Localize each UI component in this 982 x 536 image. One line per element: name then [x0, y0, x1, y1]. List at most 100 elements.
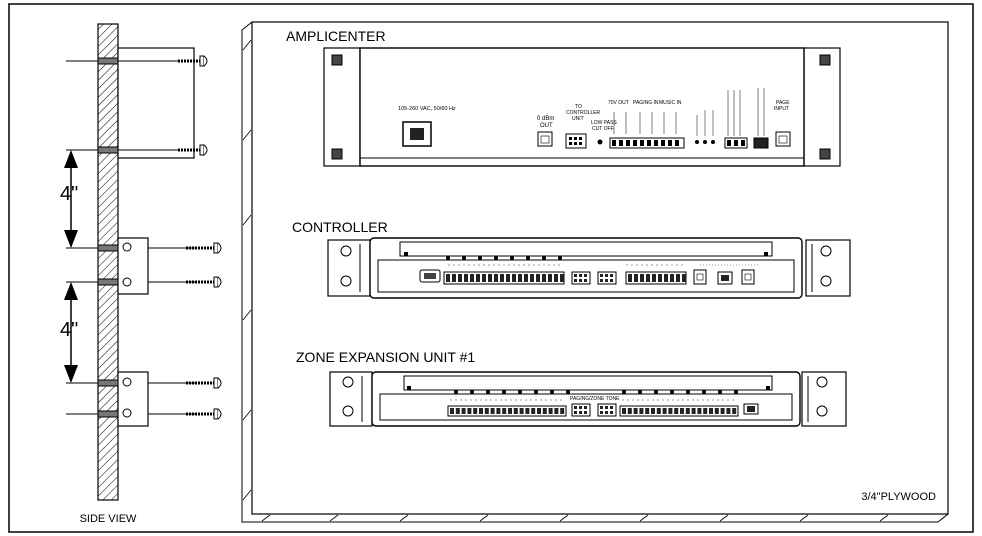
to-controller-label-2: CONTROLLER: [566, 110, 601, 116]
screw-icon: [186, 242, 222, 254]
terminal-pin: [664, 274, 668, 282]
terminal-pin: [461, 408, 466, 414]
outer-border: [8, 3, 974, 533]
zone-terminal-left: [447, 405, 567, 417]
terminal-pin: [560, 274, 564, 282]
terminal-pin: [680, 408, 684, 414]
terminal-pin: [464, 274, 468, 282]
terminal-pin: [513, 408, 518, 414]
side-view-label: SIDE VIEW: [80, 513, 137, 525]
terminal-pin: [682, 274, 686, 282]
terminal-pin: [524, 274, 528, 282]
terminal-pin: [560, 408, 565, 414]
terminal-pin: [640, 274, 644, 282]
status-led: [566, 390, 570, 394]
plywood-label: 3/4"PLYWOOD: [861, 491, 936, 503]
power-label: 105-260 VAC, 50/60 Hz: [398, 106, 456, 112]
page-input-label-2: INPUT: [774, 106, 789, 112]
terminal-pin: [732, 408, 737, 414]
dbm-out-label: OUT: [540, 123, 553, 129]
cut-off-label: CUT OFF: [592, 126, 614, 132]
zone-expansion-title: ZONE EXPANSION UNIT #1: [296, 349, 475, 365]
dimension-arrow-bottom: [64, 282, 78, 383]
terminal-pin: [470, 274, 474, 282]
screw-icon: [178, 144, 208, 156]
status-led: [534, 390, 538, 394]
terminal-pin: [525, 408, 530, 414]
terminal-pin: [703, 408, 708, 414]
status-led: [686, 390, 690, 394]
status-led: [702, 390, 706, 394]
terminal-pin: [519, 408, 524, 414]
terminal-pin: [496, 408, 501, 414]
status-led: [502, 390, 506, 394]
terminal-pin: [652, 274, 656, 282]
status-led: [454, 390, 458, 394]
out-70v-label: 70V OUT: [608, 100, 629, 106]
terminal-pin: [622, 408, 626, 414]
music-in-label: MUSIC IN: [659, 100, 682, 106]
terminal-pin: [518, 274, 522, 282]
zone-expansion-unit: ZONE EXPANSION UNIT #1 PAGING/ZONE TONE: [296, 349, 847, 427]
terminal-pin: [697, 408, 702, 414]
spacing-bottom-label: 4": [60, 319, 78, 341]
low-pass-label: LOW PASS: [591, 120, 617, 126]
terminal-pin: [506, 274, 510, 282]
terminal-pin: [726, 408, 731, 414]
status-led: [718, 390, 722, 394]
side-board: [97, 23, 119, 501]
terminal-pin: [488, 274, 492, 282]
terminal-pin: [645, 408, 650, 414]
terminal-pin: [662, 408, 667, 414]
dip-switch-icon: [753, 137, 769, 149]
terminal-pin: [691, 408, 696, 414]
terminal-pin: [502, 408, 507, 414]
controller-connector-icon: [565, 133, 587, 149]
terminal-pin: [668, 408, 673, 414]
status-led: [638, 390, 642, 394]
spacing-top-label: 4": [60, 183, 78, 205]
terminal-pin: [512, 274, 516, 282]
terminal-pin: [658, 274, 662, 282]
terminal-pin: [646, 274, 650, 282]
status-led: [670, 390, 674, 394]
terminal-pin: [554, 408, 559, 414]
terminal-pin: [536, 274, 540, 282]
zone-side-bracket: [117, 371, 149, 427]
terminal-pin: [476, 274, 480, 282]
status-led: [518, 390, 522, 394]
side-view: 4" 4" SIDE VIEW: [60, 23, 222, 525]
controller-title: CONTROLLER: [292, 219, 388, 235]
terminal-pin: [639, 408, 644, 414]
terminal-pin: [484, 408, 489, 414]
status-led: [550, 390, 554, 394]
terminal-pin: [542, 274, 546, 282]
terminal-pin: [452, 274, 456, 282]
terminal-pin: [531, 408, 536, 414]
terminal-pin: [685, 408, 690, 414]
terminal-pin: [508, 408, 512, 414]
screw-icon: [186, 276, 222, 288]
zone-terminal-right: [619, 405, 739, 417]
screw-icon: [186, 377, 222, 389]
status-led: [622, 390, 626, 394]
paging-in-label: PAGING IN: [633, 100, 659, 106]
zone-center-label: PAGING/ZONE TONE: [570, 396, 620, 402]
status-led: [486, 390, 490, 394]
controller-side-bracket: [117, 237, 149, 295]
amp-side-bracket: [117, 47, 195, 159]
screw-icon: [178, 55, 208, 67]
terminal-pin: [656, 408, 661, 414]
terminal-pin: [482, 274, 486, 282]
terminal-pin: [676, 274, 680, 282]
terminal-pin: [450, 408, 454, 414]
dbm-label: 0 dBm: [537, 116, 554, 122]
to-controller-label-1: TO: [575, 104, 582, 110]
status-led: [654, 390, 658, 394]
dimension-arrow-top: [64, 150, 78, 248]
terminal-pin: [537, 408, 541, 414]
terminal-pin: [490, 408, 495, 414]
terminal-pin: [714, 408, 719, 414]
